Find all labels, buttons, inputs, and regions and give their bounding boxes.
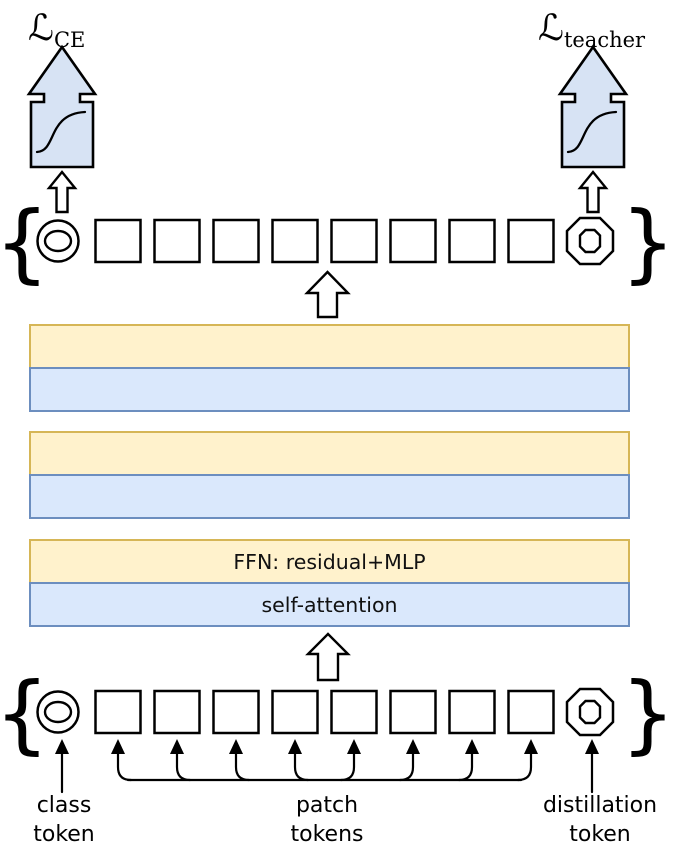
- patch-token: [271, 218, 319, 264]
- self-attention-bar: [29, 367, 630, 412]
- loss-teacher-label: ℒteacher: [538, 8, 646, 52]
- up-arrow-icon-distill-to-head: [577, 170, 609, 214]
- caption-class-token: class token: [33, 793, 95, 847]
- patch-input-arrowhead: [288, 739, 302, 754]
- patch-input-arrowhead: [229, 739, 243, 754]
- patch-input-arrow: [339, 750, 356, 782]
- self-attention-bar: [29, 582, 630, 627]
- caption-line: token: [569, 822, 631, 847]
- ffn-bar-label: FFN: residual+MLP: [233, 550, 425, 574]
- patch-token: [389, 218, 437, 264]
- transformer-block-3: [29, 324, 630, 412]
- classifier-head-teacher: [557, 44, 629, 169]
- distill-input-arrowhead: [585, 739, 599, 754]
- transformer-block-1: FFN: residual+MLP self-attention: [29, 539, 630, 627]
- patch-token: [94, 218, 142, 264]
- patch-input-arrowhead: [406, 739, 420, 754]
- transformer-block-2: [29, 431, 630, 519]
- input-token-row: { }: [0, 664, 675, 764]
- patch-input-arrowhead: [347, 739, 361, 754]
- patch-token: [330, 218, 378, 264]
- caption-line: class: [37, 793, 92, 818]
- patch-token: [448, 218, 496, 264]
- class-token-outer: [36, 690, 80, 734]
- sigmoid-curve-icon: [566, 110, 618, 154]
- input-arrows: [55, 739, 599, 794]
- caption-line: distillation: [543, 793, 657, 818]
- patch-token: [507, 689, 555, 735]
- patch-input-arrow: [293, 750, 310, 782]
- sigmoid-curve-icon: [35, 110, 87, 154]
- loss-ce-label: ℒCE: [28, 8, 85, 52]
- class-token-outer: [36, 219, 80, 263]
- class-input-arrowhead: [55, 739, 69, 754]
- caption-line: patch: [296, 793, 358, 818]
- patch-token: [153, 218, 201, 264]
- patch-token-group: [94, 218, 555, 264]
- caption-line: token: [33, 822, 95, 847]
- close-brace: }: [621, 664, 675, 764]
- distillation-token-outer: [565, 216, 615, 266]
- patch-token: [212, 689, 260, 735]
- self-attention-bar-label: self-attention: [262, 593, 398, 617]
- up-arrow-icon-encoder-to-tokens: [304, 270, 351, 319]
- distillation-token-inner: [578, 699, 602, 725]
- patch-token: [507, 218, 555, 264]
- patch-input-arrow: [457, 750, 474, 782]
- patch-input-arrowhead: [170, 739, 184, 754]
- patch-token: [448, 689, 496, 735]
- patch-arrow-bundle: [111, 739, 538, 782]
- classifier-head-ce: [26, 44, 98, 169]
- patch-input-arrowhead: [524, 739, 538, 754]
- patch-input-arrow: [116, 750, 133, 782]
- caption-line: tokens: [291, 822, 364, 847]
- patch-input-arrowhead: [111, 739, 125, 754]
- class-token-inner: [43, 229, 73, 253]
- patch-token: [271, 689, 319, 735]
- patch-token: [389, 689, 437, 735]
- self-attention-bar: [29, 474, 630, 519]
- caption-distillation-token: distillation token: [543, 793, 657, 847]
- patch-token: [330, 689, 378, 735]
- classifier-head-shape: [26, 44, 98, 169]
- patch-input-arrow: [175, 750, 192, 782]
- patch-token: [153, 689, 201, 735]
- ffn-bar: [29, 324, 630, 369]
- classifier-head-shape: [557, 44, 629, 169]
- patch-token: [94, 689, 142, 735]
- up-arrow-icon-tokens-to-encoder: [305, 632, 351, 682]
- output-token-row: { }: [0, 193, 675, 293]
- class-token-inner: [43, 700, 73, 724]
- close-brace: }: [621, 193, 675, 293]
- distillation-token-outer: [565, 687, 615, 737]
- caption-patch-tokens: patch tokens: [291, 793, 364, 847]
- patch-token-group: [94, 689, 555, 735]
- patch-input-arrow: [398, 750, 415, 782]
- patch-input-arrow: [234, 750, 251, 782]
- ffn-bar: [29, 431, 630, 476]
- patch-input-arrowhead: [465, 739, 479, 754]
- distillation-token-inner: [578, 228, 602, 254]
- patch-token: [212, 218, 260, 264]
- up-arrow-icon-class-to-head: [46, 170, 78, 214]
- ffn-bar: [29, 539, 630, 584]
- patch-input-arrow: [516, 750, 533, 782]
